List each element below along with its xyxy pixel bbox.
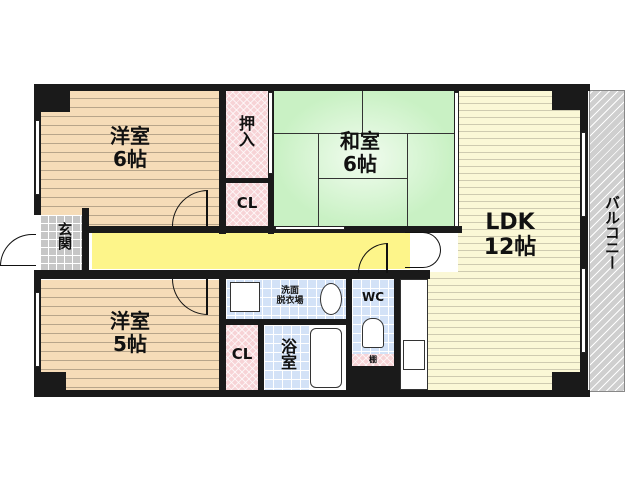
ldk-room-lower xyxy=(428,272,468,390)
ldk-room xyxy=(458,90,580,390)
wall-hall-bottom xyxy=(34,270,430,279)
western-room-1 xyxy=(40,90,220,228)
room-size: 12帖 xyxy=(483,235,537,261)
window-east-1 xyxy=(581,132,586,217)
japanese-room-label: 和室 6帖 xyxy=(310,130,410,176)
wall-room1-right xyxy=(219,84,226,234)
window-east-2 xyxy=(581,268,586,353)
japanese-room xyxy=(274,90,454,226)
wall-corner xyxy=(552,372,580,390)
bathroom xyxy=(264,325,309,392)
tatami-line xyxy=(318,178,407,179)
washing-machine xyxy=(230,282,260,312)
bathroom-label: 浴室 xyxy=(278,338,297,370)
room-name: 和室 xyxy=(340,129,380,153)
outer-wall-top xyxy=(34,84,590,91)
room-size: 5帖 xyxy=(113,332,147,356)
entrance-label: 玄関 xyxy=(56,222,72,250)
room-size: 6帖 xyxy=(343,152,377,176)
wall-room2-right xyxy=(219,279,226,392)
sliding-door-oshiire xyxy=(268,92,273,174)
room-name: 洋室 xyxy=(110,124,150,148)
balcony-label: バルコニー xyxy=(603,195,621,270)
wall-corner xyxy=(40,90,70,112)
window-west-2 xyxy=(35,292,40,367)
oshiire-closet xyxy=(226,90,268,178)
shelf-label: 棚 xyxy=(369,355,377,364)
sliding-door-hall xyxy=(275,226,345,230)
room-name: LDK xyxy=(485,210,535,235)
tatami-line xyxy=(407,133,408,226)
outer-wall-right xyxy=(580,84,588,397)
oshiire-label: 押入 xyxy=(236,115,255,147)
wall-wc-bottom xyxy=(352,366,394,392)
tatami-line xyxy=(274,133,454,134)
wall-wash-right xyxy=(346,279,352,392)
window-west-1 xyxy=(35,120,40,195)
wall-corner xyxy=(40,372,66,392)
bathtub xyxy=(310,328,342,388)
tatami-line xyxy=(362,90,363,133)
entrance xyxy=(40,215,82,271)
closet-1-label: CL xyxy=(236,194,258,212)
wall-wash-bottom xyxy=(219,319,352,325)
closet-2-label: CL xyxy=(231,345,253,363)
shelf xyxy=(352,354,394,366)
closet-2 xyxy=(226,325,258,392)
door-ldk[interactable] xyxy=(405,232,441,268)
refrigerator xyxy=(403,340,425,370)
tatami-line xyxy=(318,133,319,226)
kitchen-counter xyxy=(400,279,428,390)
toilet-fixture xyxy=(362,318,384,348)
western-room-2-label: 洋室 5帖 xyxy=(80,310,180,356)
washroom-label: 洗面 脱衣場 xyxy=(276,286,304,307)
outer-wall-bottom xyxy=(34,390,590,397)
wall-corner xyxy=(552,90,580,110)
wall-entrance-right xyxy=(82,208,89,272)
closet-1 xyxy=(226,183,268,228)
sliding-door-japanese xyxy=(454,92,459,227)
room-name: 洋室 xyxy=(110,309,150,333)
wall-wc-right xyxy=(394,279,400,392)
washbasin xyxy=(320,283,342,315)
hallway xyxy=(92,233,402,269)
ldk-label: LDK 12帖 xyxy=(465,210,555,261)
western-room-1-label: 洋室 6帖 xyxy=(80,125,180,171)
wall-oshiire-cl xyxy=(219,178,274,183)
door-entrance[interactable] xyxy=(0,234,36,266)
balcony xyxy=(589,90,625,392)
wall-hall-top xyxy=(82,226,462,233)
toilet-label: WC xyxy=(361,290,385,304)
room-size: 6帖 xyxy=(113,147,147,171)
wall-cl2-right xyxy=(258,325,264,392)
